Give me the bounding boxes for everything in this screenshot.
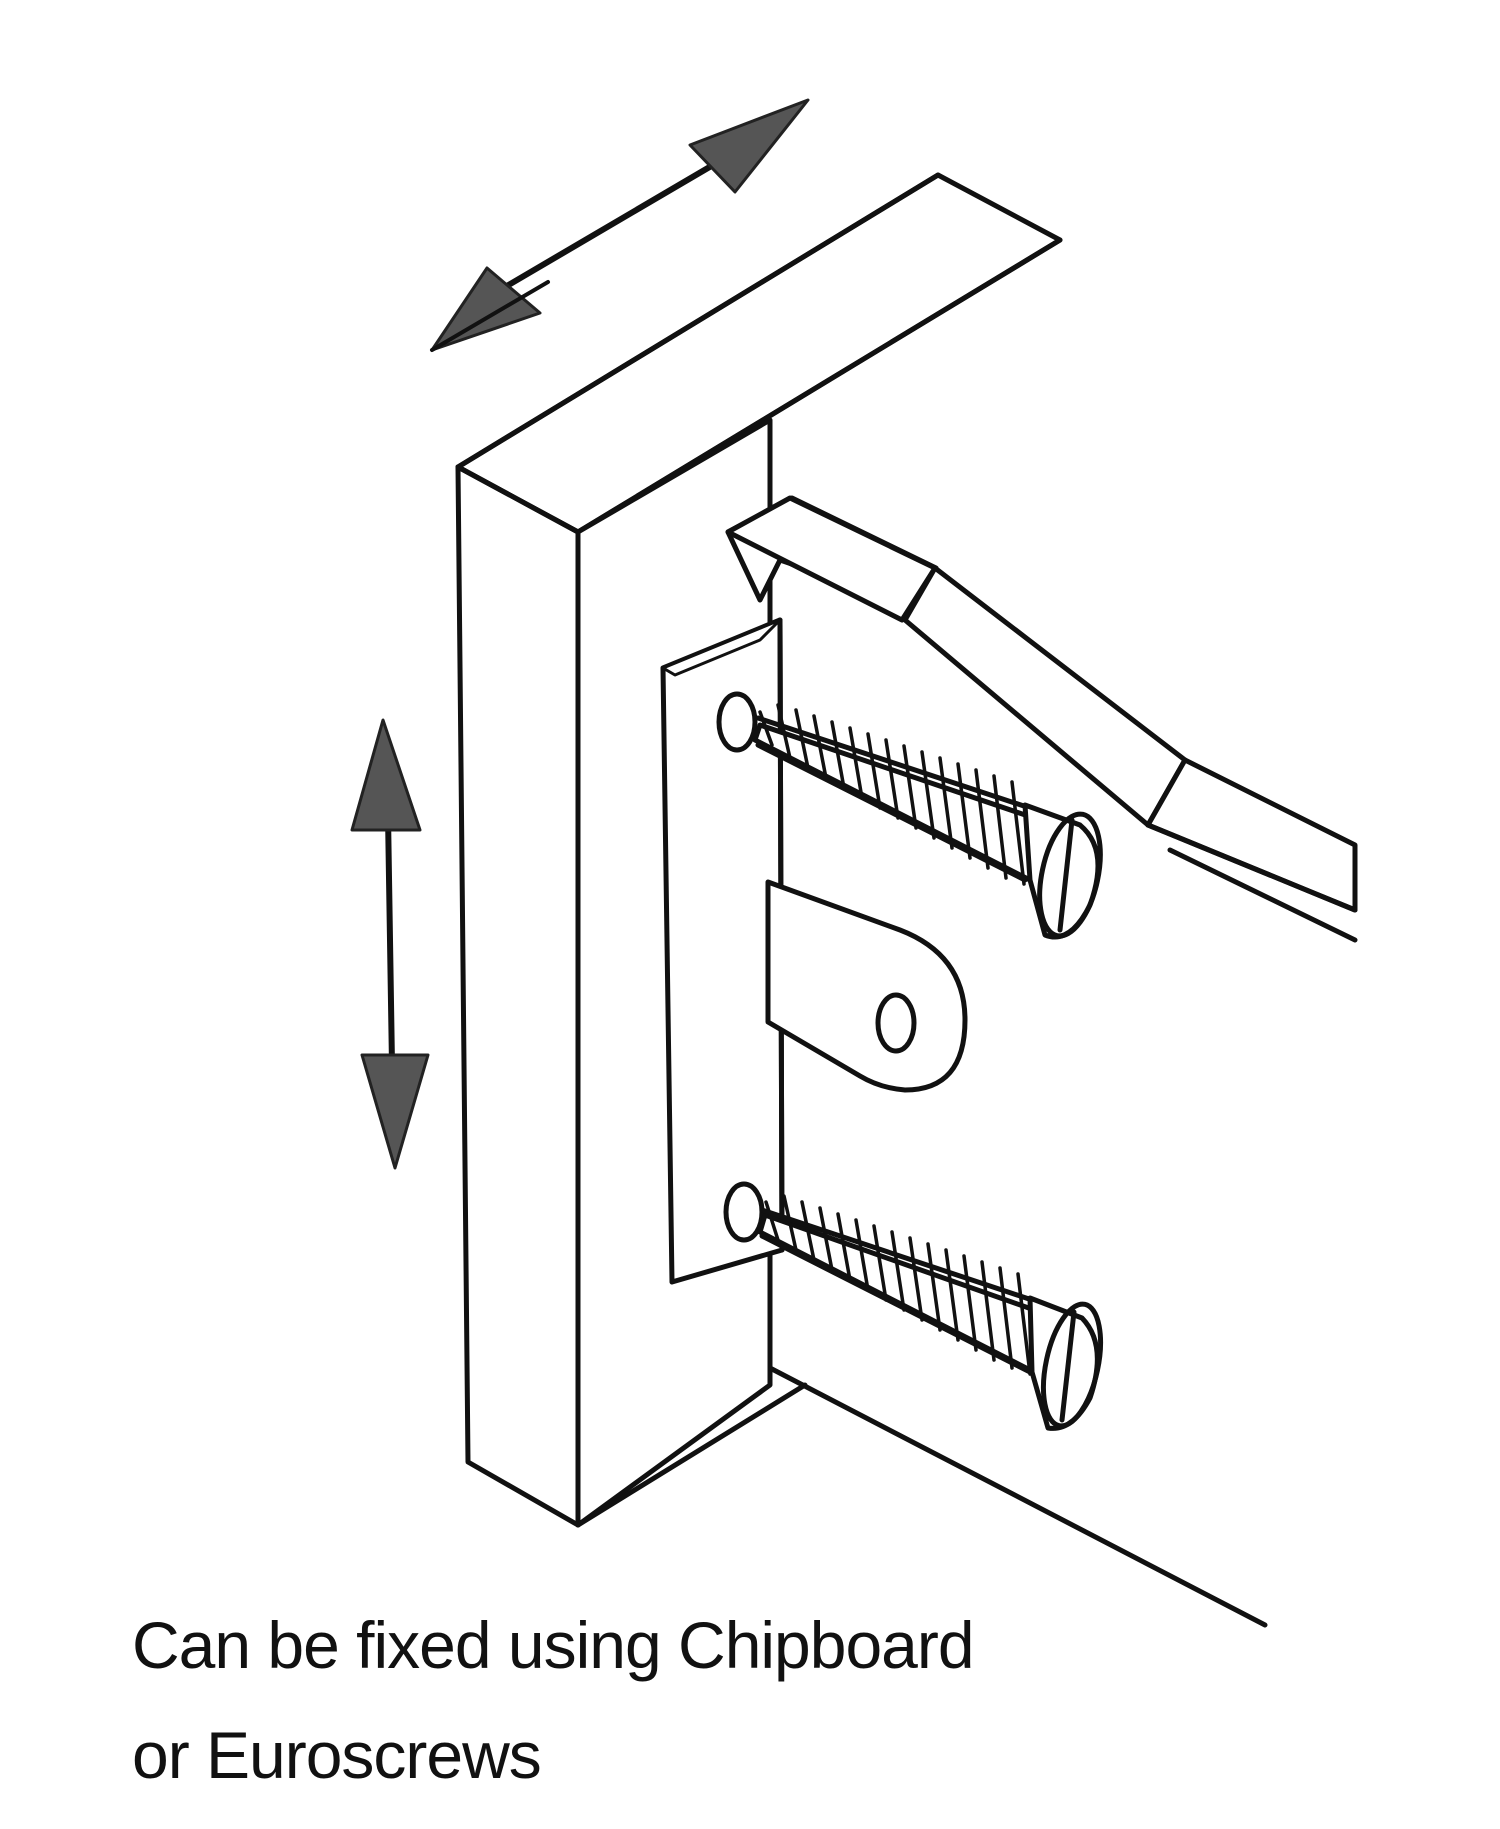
bottom-screw [757,1194,1104,1431]
top-screw [752,703,1103,940]
top-screw-hole [716,691,758,753]
connector-tab [765,879,968,1093]
connector-hole [875,992,917,1054]
caption-line-1: Can be fixed using Chipboard [132,1608,975,1682]
vertical-adjustment-arrow [350,718,430,1170]
hinge-arm [725,495,1358,943]
caption-line-2: or Euroscrews [132,1718,542,1792]
mounting-plate [660,617,785,1285]
horizontal-adjustment-arrow [430,98,810,352]
